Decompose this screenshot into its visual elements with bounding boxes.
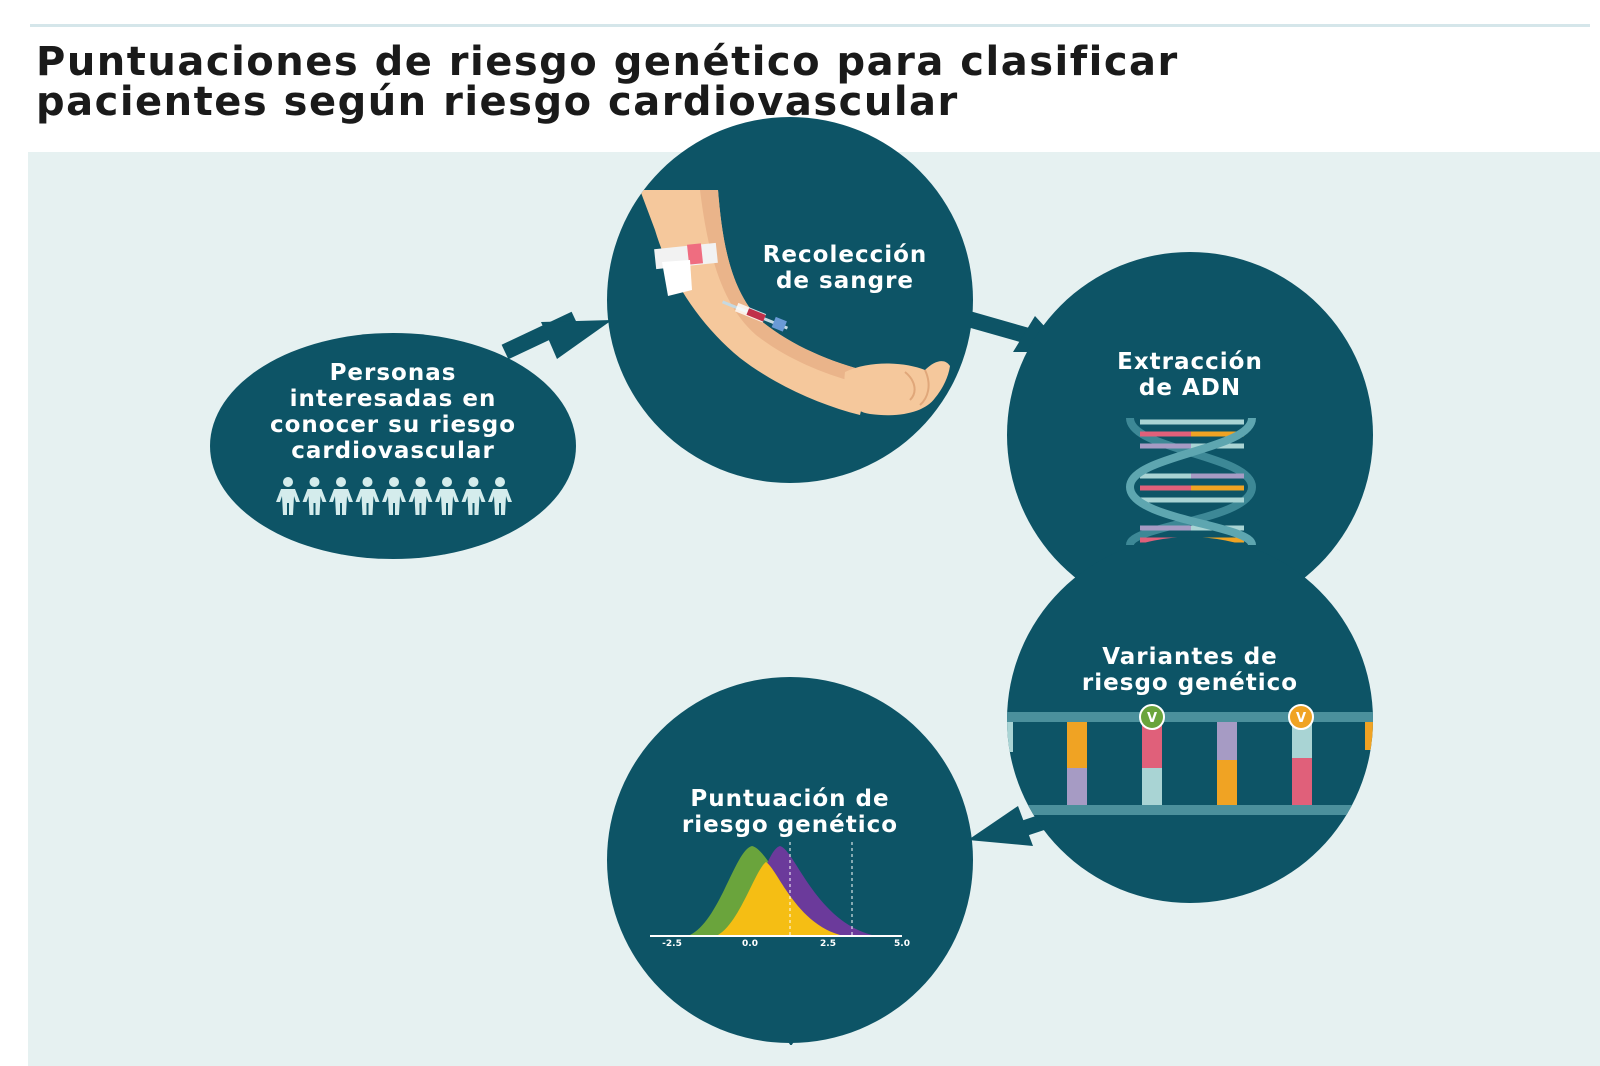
variant-badge-orange-label: V [1296, 711, 1306, 726]
top-rule [30, 24, 1590, 27]
person-figure [435, 477, 459, 515]
adn-label-2: de ADN [1139, 375, 1241, 401]
adn-label-1: Extracción [1117, 349, 1263, 375]
tick-label-4: 5.0 [894, 939, 910, 949]
personas-label-2: interesadas en [290, 386, 497, 412]
step-variantes: Variantes de riesgo genético V V [1007, 537, 1373, 903]
step-puntuacion: Puntuación de riesgo genético -2.5 0.0 2… [607, 677, 973, 1043]
person-figure [461, 477, 486, 515]
person-figure [276, 477, 300, 515]
sangre-label-1: Recolección [763, 242, 928, 268]
variant-strand-illustration [1007, 712, 1373, 815]
step-personas-circle [210, 333, 576, 559]
variant-badge-orange: V [1288, 704, 1314, 730]
person-figure [382, 477, 406, 515]
risk-distribution-chart: -2.5 0.0 2.5 5.0 [650, 842, 910, 949]
variant-badge-green: V [1139, 704, 1165, 730]
person-figure [329, 477, 353, 515]
variant-badge-green-label: V [1147, 711, 1157, 726]
dna-helix-icon [1125, 417, 1257, 547]
variantes-label-2: riesgo genético [1082, 670, 1298, 696]
step-sangre: Recolección de sangre [607, 117, 973, 483]
title-line-2: pacientes según riesgo cardiovascular [36, 79, 959, 125]
person-figure [355, 477, 380, 515]
distribution-yellow [718, 862, 840, 935]
variantes-label-1: Variantes de [1102, 644, 1278, 670]
step-adn: Extracción de ADN [1007, 252, 1373, 618]
step-sangre-circle [607, 117, 973, 483]
tick-label-2: 0.0 [742, 939, 758, 949]
puntuacion-label-1: Puntuación de [690, 786, 889, 812]
people-icon [276, 477, 512, 515]
title-line-1: Puntuaciones de riesgo genético para cla… [36, 39, 1179, 85]
sangre-label-2: de sangre [776, 268, 914, 294]
personas-label-3: conocer su riesgo [270, 412, 516, 438]
step-personas: Personas interesadas en conocer su riesg… [210, 333, 576, 559]
person-figure [302, 477, 327, 515]
person-figure [408, 477, 433, 515]
syringe-icon [721, 300, 789, 332]
tick-label-1: -2.5 [662, 939, 682, 949]
arrow-personas-to-sangre [501, 311, 612, 360]
hand-illustration [844, 361, 950, 416]
arm-illustration [640, 190, 870, 415]
personas-label-4: cardiovascular [291, 438, 495, 464]
tick-label-3: 2.5 [820, 939, 836, 949]
puntuacion-label-2: riesgo genético [682, 812, 898, 838]
personas-label-1: Personas [330, 360, 457, 386]
person-figure [488, 477, 512, 515]
page-title: Puntuaciones de riesgo genético para cla… [36, 42, 1536, 122]
